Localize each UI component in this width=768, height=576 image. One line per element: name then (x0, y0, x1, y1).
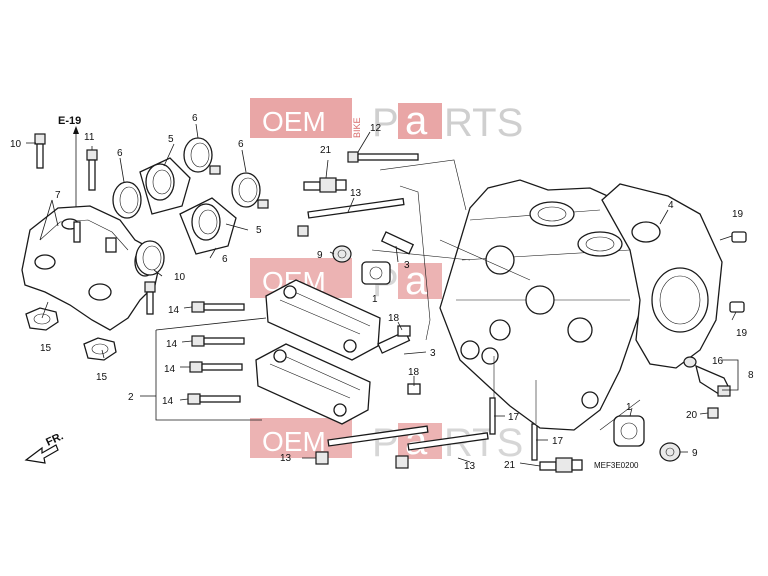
callout-3: 3 (430, 348, 436, 359)
reference-e19: E-19 (58, 115, 81, 210)
insulator-part (139, 157, 191, 215)
callout-13: 13 (280, 453, 292, 464)
bolt-part (707, 407, 719, 419)
watermark-p-text: P (372, 421, 399, 465)
front-label: FR. (44, 430, 65, 448)
callout-15: 15 (40, 343, 52, 354)
callout-10: 10 (10, 139, 22, 150)
callout-13: 13 (350, 188, 362, 199)
tensioner-part (613, 415, 645, 447)
callout-1: 1 (372, 294, 378, 305)
callout-1: 1 (626, 402, 632, 413)
spark-plug-part (303, 177, 347, 193)
bolt-part (34, 133, 46, 169)
watermark-p-text: P (372, 101, 399, 145)
dowel-pin-part (397, 325, 411, 337)
callout-17: 17 (508, 412, 520, 423)
watermark-rts-text: RTS (444, 101, 523, 145)
dowel-pin-part (731, 231, 747, 243)
callout-19: 19 (736, 328, 748, 339)
callout-11: 11 (84, 132, 95, 143)
bolt-part (191, 301, 245, 313)
bolt-part (315, 425, 429, 465)
callout-10: 10 (174, 272, 186, 283)
callout-labels: 10 11 7 6 5 6 6 5 6 10 15 15 14 14 14 14… (10, 113, 754, 472)
callout-18: 18 (388, 313, 400, 324)
callout-14: 14 (162, 396, 174, 407)
spark-plug-part (539, 457, 583, 473)
gasket-part (83, 337, 117, 361)
dowel-pin-part (729, 301, 745, 313)
callout-3: 3 (404, 260, 410, 271)
callout-14: 14 (168, 305, 180, 316)
oil-seal-part (659, 442, 681, 462)
watermark-a-text: a (405, 259, 428, 303)
callout-8: 8 (748, 370, 754, 381)
cylinder-head-part (439, 179, 645, 431)
clamp-part (183, 137, 221, 175)
watermark-a-text: a (405, 99, 428, 143)
front-arrow: FR. (24, 430, 65, 464)
bolt-part (189, 361, 243, 373)
tensioner-lifter-part (361, 261, 391, 285)
callout-5: 5 (168, 134, 174, 145)
callout-2: 2 (128, 392, 134, 403)
callout-6: 6 (238, 139, 244, 150)
callout-19: 19 (732, 209, 744, 220)
callout-20: 20 (686, 410, 698, 421)
bolt-part (297, 197, 405, 237)
callout-14: 14 (164, 364, 176, 375)
callout-16: 16 (712, 356, 724, 367)
reference-label: E-19 (58, 115, 81, 127)
callout-14: 14 (166, 339, 178, 350)
diagram-code: MEF3E0200 (594, 461, 639, 470)
camshaft-holder-lower-part (255, 343, 371, 425)
watermark-oem-text: OEM (262, 426, 326, 457)
watermark-bike-text: BIKE (352, 117, 362, 138)
callout-6: 6 (117, 148, 123, 159)
bolt-part (347, 151, 419, 163)
bolt-part (187, 393, 241, 405)
gasket-part (25, 307, 59, 331)
callout-15: 15 (96, 372, 108, 383)
callout-18: 18 (408, 367, 420, 378)
bolt-part (144, 281, 156, 315)
callout-17: 17 (552, 436, 564, 447)
clamp-part (112, 181, 142, 219)
leader-lines (26, 123, 739, 467)
bolt-part (86, 149, 98, 191)
callout-13: 13 (464, 461, 476, 472)
callout-21: 21 (504, 460, 516, 471)
callout-21: 21 (320, 145, 332, 156)
callout-6: 6 (192, 113, 198, 124)
callout-7: 7 (55, 190, 61, 201)
stud-part (531, 423, 538, 461)
clamp-part (135, 240, 165, 276)
callout-5: 5 (256, 225, 262, 236)
watermark-top: OEM BIKE P a RTS (250, 98, 523, 145)
temperature-sensor-part (683, 356, 731, 397)
callout-9: 9 (317, 250, 323, 261)
bolt-part (395, 432, 489, 469)
watermark-bottom: OEM P a RTS (250, 418, 523, 465)
callout-9: 9 (692, 448, 698, 459)
callout-4: 4 (668, 200, 674, 211)
callout-12: 12 (370, 123, 382, 134)
insulator-part (179, 197, 237, 255)
bolt-part (191, 335, 245, 347)
oil-seal-part (332, 245, 352, 263)
head-gasket-part (601, 183, 723, 369)
camshaft-holder-upper-part (265, 279, 381, 361)
watermark-oem-text: OEM (262, 106, 326, 137)
callout-6: 6 (222, 254, 228, 265)
clamp-part (231, 172, 269, 209)
guide-part (380, 231, 415, 255)
